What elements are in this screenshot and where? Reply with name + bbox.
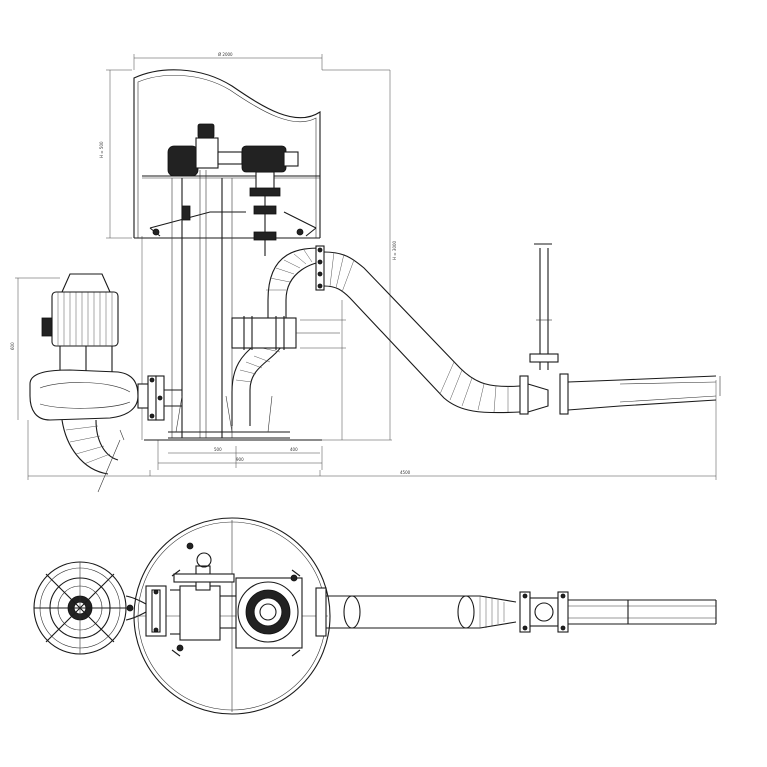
dim-pump-height: 600 xyxy=(10,342,15,350)
dim-span-c: 900 xyxy=(236,457,244,462)
dim-top-width: Ø 2000 xyxy=(218,52,233,57)
dim-overall: 4500 xyxy=(400,470,411,475)
dim-span-a: 500 xyxy=(214,447,222,452)
gear-motor-assembly xyxy=(149,123,317,256)
dim-height-right: H = 3000 xyxy=(392,240,397,260)
plan-view xyxy=(33,517,717,715)
elevation-view: Ø 2000 H = 500 H = 3000 600 4500 900 500 xyxy=(10,52,721,493)
discharge-pipe-plan xyxy=(315,587,717,637)
dimension-lines: Ø 2000 H = 500 H = 3000 600 4500 900 500 xyxy=(10,52,717,480)
pump-plan xyxy=(33,561,147,655)
tank-plan xyxy=(133,517,331,715)
submersible-pump xyxy=(29,273,182,493)
inner-riser-pipe xyxy=(231,247,340,426)
wall-flange xyxy=(315,245,325,291)
dim-span-b: 400 xyxy=(290,447,298,452)
vertical-column xyxy=(168,170,290,439)
discharge-pipe xyxy=(323,243,721,415)
dim-height-left: H = 500 xyxy=(99,141,104,158)
tank-body xyxy=(133,69,321,239)
